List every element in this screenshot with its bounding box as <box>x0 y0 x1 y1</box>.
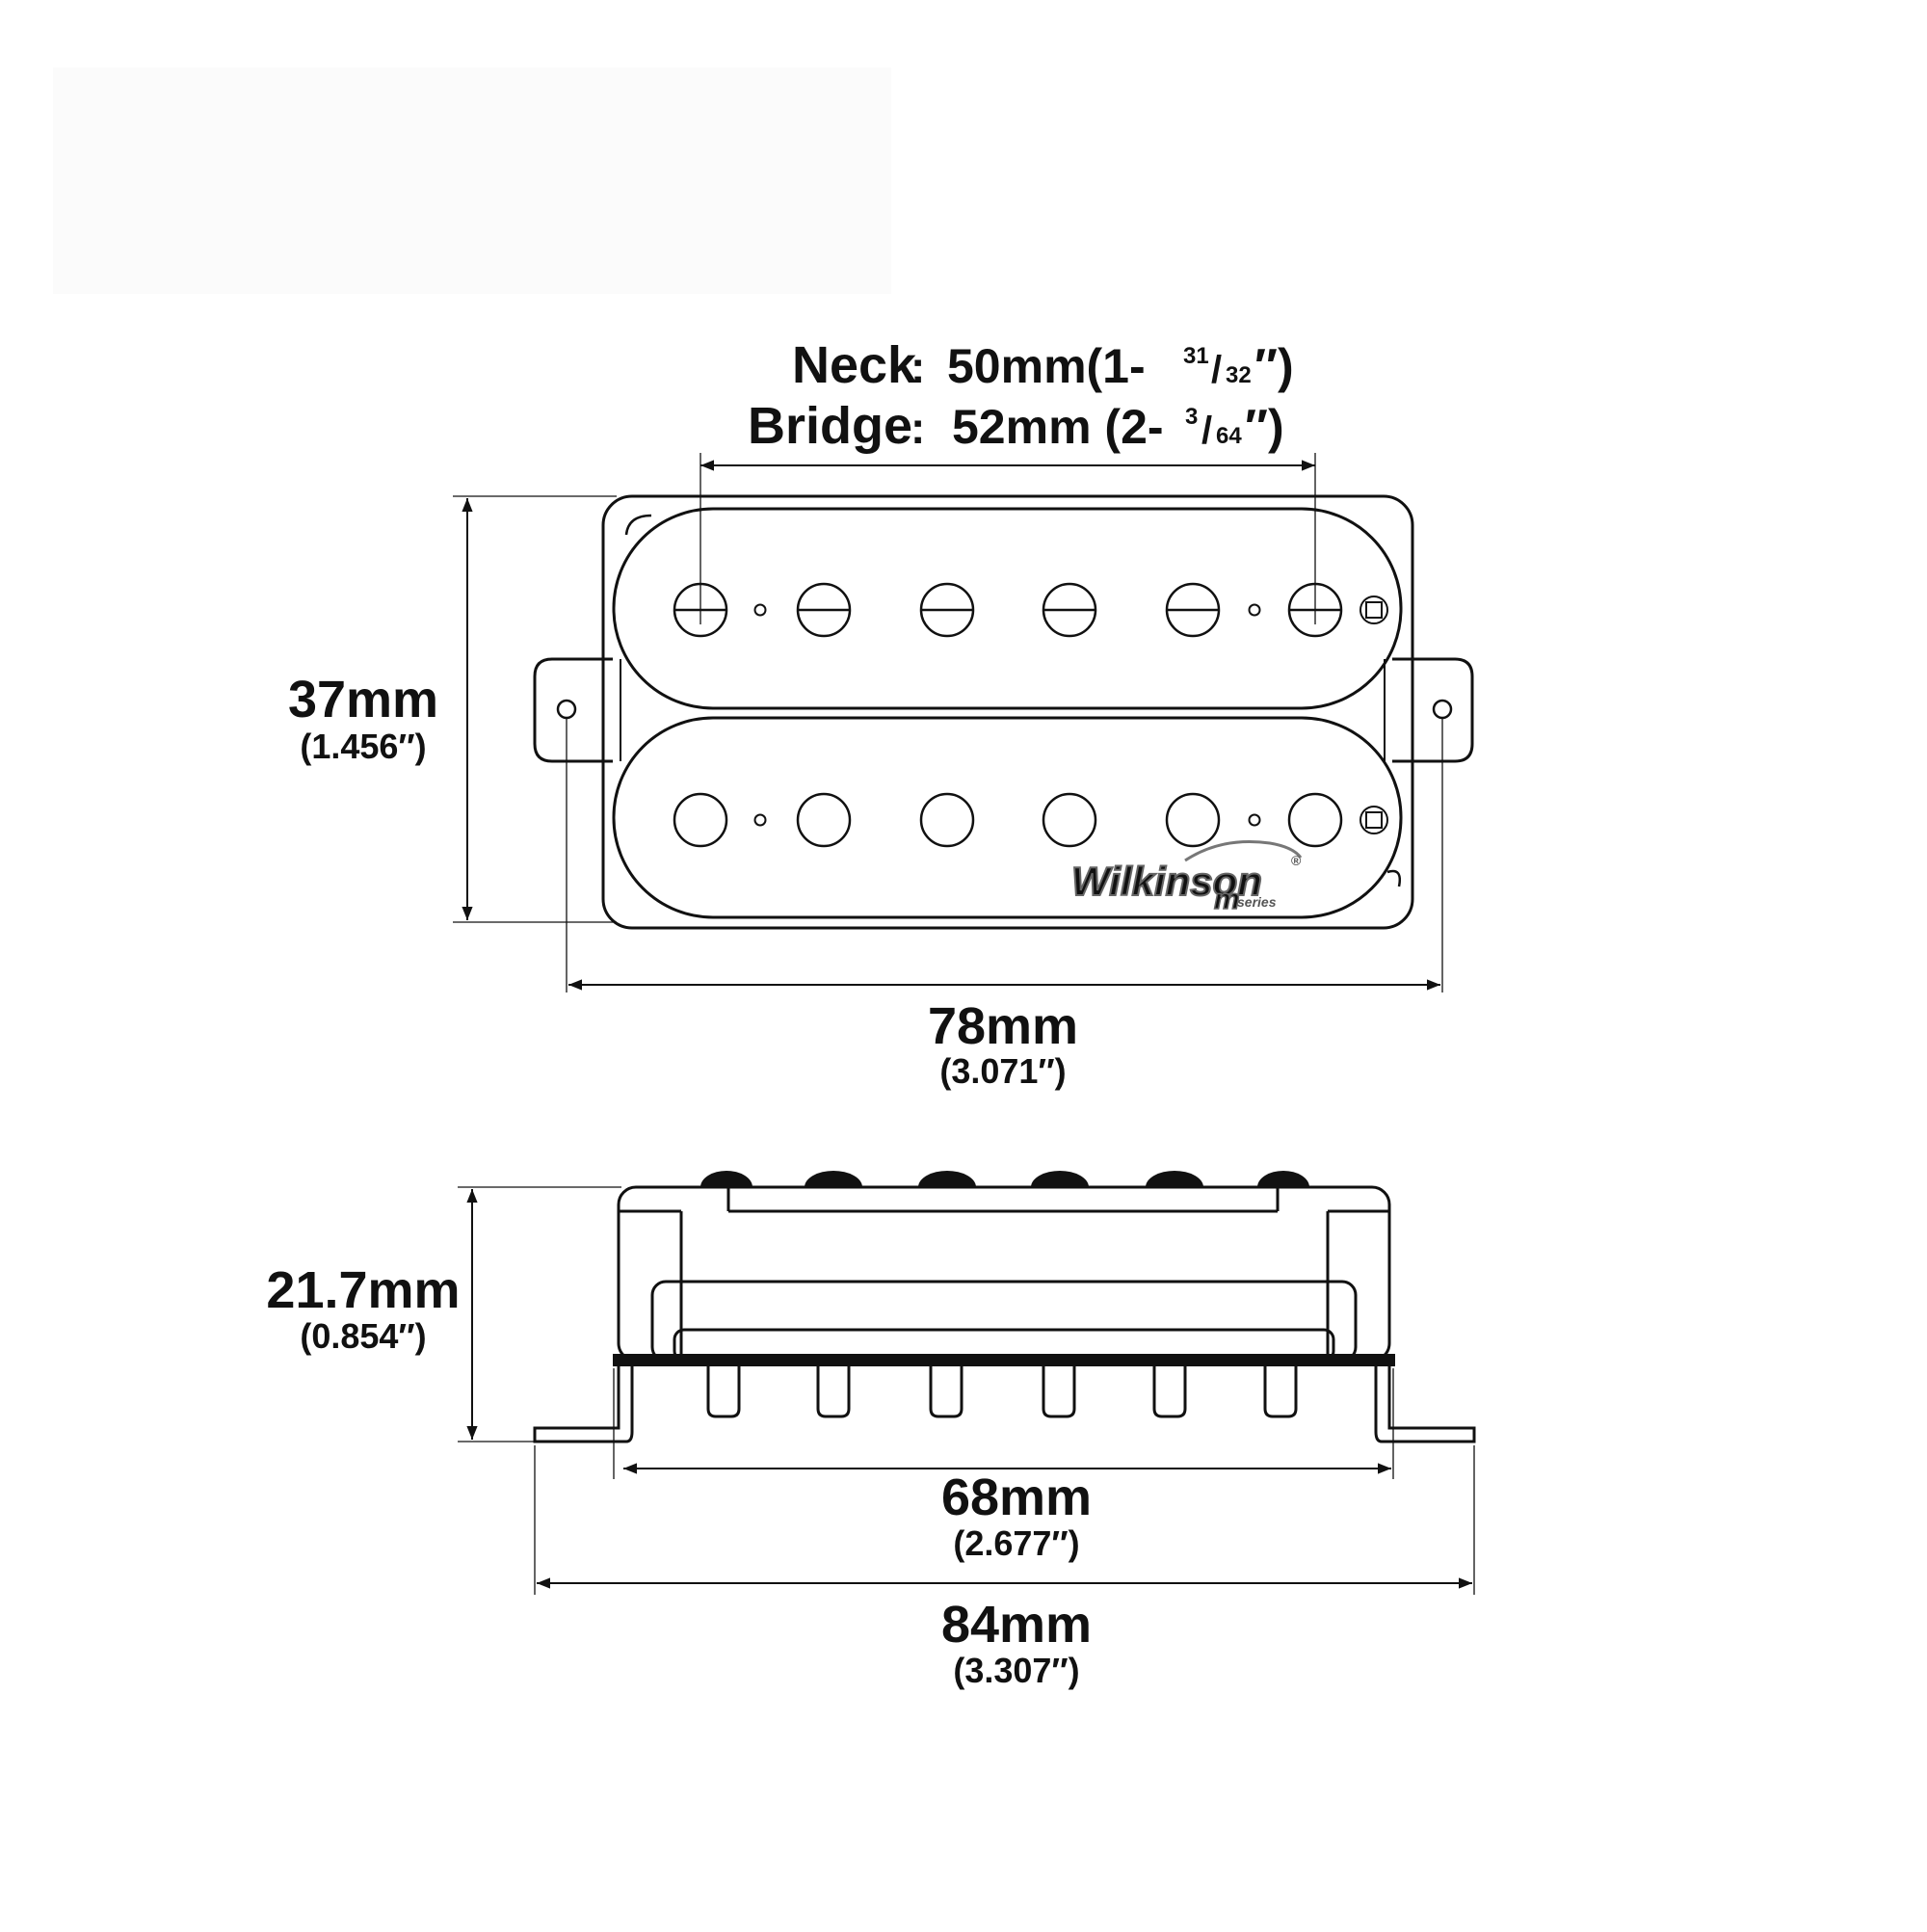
faint-background-panel <box>53 67 891 294</box>
wilkinson-logo: Wilkinson ® m series <box>1070 839 1303 916</box>
coil-upper <box>612 507 1403 710</box>
height-in-label: (1.456″) <box>300 727 426 766</box>
logo-text: Wilkinson <box>1071 859 1262 904</box>
slug-pole <box>1287 792 1343 848</box>
corner-tab-top-left <box>624 514 652 536</box>
pole-leg <box>816 1366 851 1418</box>
pole-leg <box>1152 1366 1187 1418</box>
outer-width-mm-label: 84mm <box>941 1596 1092 1654</box>
logo-series: series <box>1237 894 1277 910</box>
screw-pole <box>673 582 728 638</box>
baseplate-outline <box>601 494 1414 930</box>
baseplate <box>613 1354 1395 1366</box>
neck-fraction-slash: / <box>1211 349 1222 391</box>
pole-head <box>1146 1171 1203 1187</box>
small-dot <box>753 813 767 827</box>
small-dot <box>1248 603 1261 617</box>
coil-lower <box>612 716 1403 919</box>
screw-pole <box>1165 582 1221 638</box>
mounting-hole-right <box>1432 699 1453 720</box>
slug-pole <box>673 792 728 848</box>
pole-heads <box>700 1171 1309 1187</box>
slug-pole <box>919 792 975 848</box>
bridge-fraction-slash: / <box>1201 410 1212 452</box>
small-dot <box>1248 813 1261 827</box>
screw-poles <box>673 582 1388 638</box>
pole-head <box>700 1171 752 1187</box>
mounting-flange-left <box>533 1366 634 1443</box>
neck-label: Neck <box>792 336 917 394</box>
bridge-fraction-denominator: 64 <box>1216 423 1242 449</box>
pickup-housing <box>617 1185 1391 1363</box>
height-mm-label: 37mm <box>288 671 438 728</box>
logo-swoosh <box>1184 839 1303 862</box>
pole-leg <box>706 1366 741 1418</box>
side-height-in-label: (0.854″) <box>300 1316 426 1356</box>
pole-head <box>805 1171 862 1187</box>
slug-pole <box>1165 792 1221 848</box>
pole-legs <box>706 1366 1298 1418</box>
slug-pole <box>796 792 852 848</box>
side-view: 21.7mm (0.854″) 68mm (2.677″) 84mm (3.30… <box>266 1171 1476 1690</box>
square-post <box>1359 806 1388 834</box>
mounting-flange-right <box>1374 1366 1476 1443</box>
corner-tab-bottom-right <box>1386 869 1401 887</box>
width-mm-label: 78mm <box>928 997 1078 1055</box>
neck-fraction-denominator: 32 <box>1226 362 1252 388</box>
bridge-label: Bridge <box>748 397 912 455</box>
screw-pole <box>796 582 852 638</box>
pole-head <box>1031 1171 1089 1187</box>
screw-pole <box>919 582 975 638</box>
bridge-separator: : <box>911 403 925 453</box>
pole-spacing-label: Neck : 50mm(1- 31 / 32 ″) Bridge : 52mm … <box>748 336 1294 455</box>
inner-width-mm-label: 68mm <box>941 1469 1092 1526</box>
neck-unit: ″) <box>1254 339 1294 393</box>
neck-value: 50mm(1- <box>947 339 1146 393</box>
pole-leg <box>1042 1366 1076 1418</box>
bridge-value: 52mm (2- <box>952 400 1164 454</box>
neck-separator: : <box>911 342 925 392</box>
small-dot <box>753 603 767 617</box>
slug-pole <box>1042 792 1097 848</box>
slug-poles <box>673 792 1388 848</box>
neck-fraction-numerator: 31 <box>1183 343 1209 369</box>
bobbin-outer <box>650 1280 1358 1363</box>
pole-head <box>918 1171 976 1187</box>
side-height-mm-label: 21.7mm <box>266 1261 460 1319</box>
bridge-fraction-numerator: 3 <box>1185 404 1198 430</box>
screw-pole <box>1042 582 1097 638</box>
pole-leg <box>929 1366 964 1418</box>
logo-m: m <box>1214 884 1240 915</box>
pole-head <box>1257 1171 1309 1187</box>
pole-leg <box>1263 1366 1298 1418</box>
mounting-ear-left <box>533 657 613 763</box>
square-post <box>1359 595 1388 624</box>
outer-width-in-label: (3.307″) <box>953 1651 1079 1690</box>
bridge-unit: ″) <box>1245 400 1284 454</box>
inner-width-in-label: (2.677″) <box>953 1523 1079 1563</box>
mounting-hole-left <box>556 699 577 720</box>
screw-pole <box>1287 582 1343 638</box>
mounting-ear-right <box>1392 657 1474 763</box>
width-in-label: (3.071″) <box>939 1051 1066 1091</box>
top-view: Neck : 50mm(1- 31 / 32 ″) Bridge : 52mm … <box>288 336 1474 1091</box>
logo-registered-mark: ® <box>1291 853 1302 868</box>
